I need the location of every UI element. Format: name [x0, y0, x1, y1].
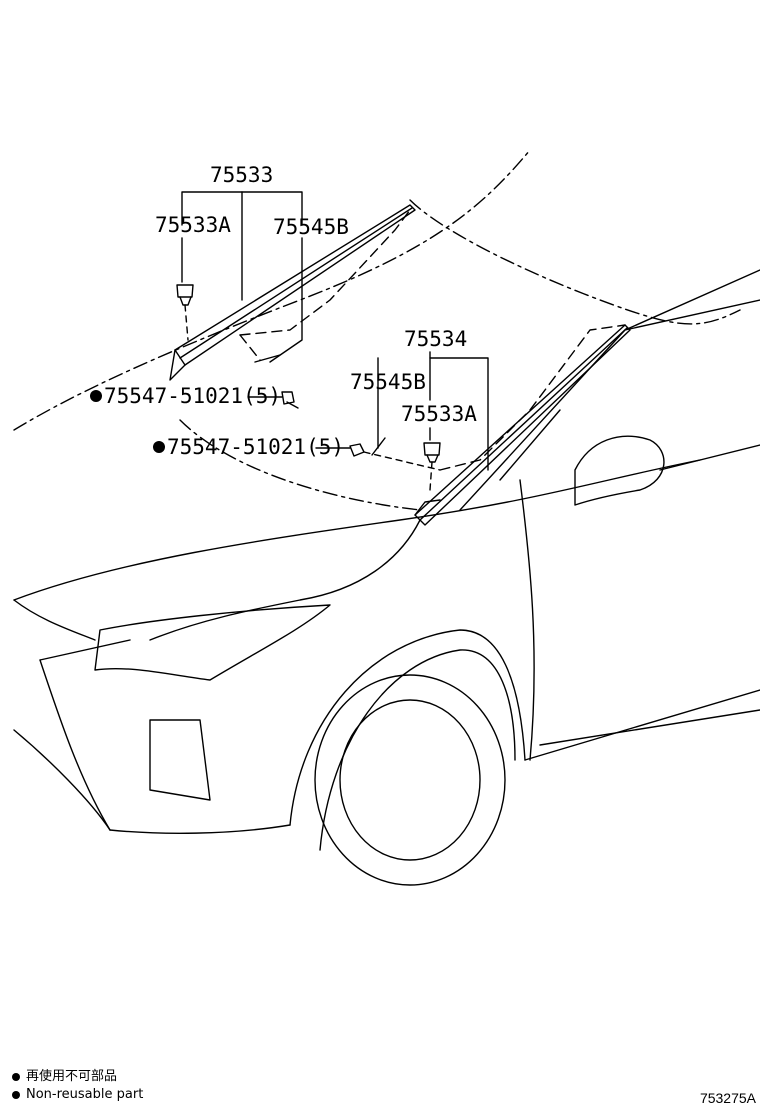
label-75545b-right[interactable]: 75545B [350, 370, 426, 394]
figure-code: 753275A [699, 1090, 756, 1106]
car-outline [13, 149, 760, 886]
label-75547-lower[interactable]: 75547-51021(5) [167, 435, 344, 459]
non-reusable-marker-lower [153, 441, 165, 453]
clip-right [423, 442, 441, 491]
label-75547-upper[interactable]: 75547-51021(5) [104, 384, 281, 408]
molding-left [169, 204, 416, 381]
legend-row-en: Non-reusable part [12, 1086, 143, 1104]
label-75545b-left[interactable]: 75545B [273, 215, 349, 239]
label-75533a-left[interactable]: 75533A [155, 213, 231, 237]
molding-right [371, 324, 631, 526]
part-labels: 75533 75533A 75545B 75547-51021(5) 75534… [90, 163, 477, 459]
leader-lines [181, 191, 489, 471]
clip-75547-upper [281, 391, 299, 409]
non-reusable-dot-icon [12, 1091, 20, 1099]
legend-text-en: Non-reusable part [26, 1087, 144, 1102]
label-75533[interactable]: 75533 [210, 163, 273, 187]
label-75533a-right[interactable]: 75533A [401, 402, 477, 426]
legend-row-jp: 再使用不可部品 [12, 1068, 143, 1086]
legend-text-jp: 再使用不可部品 [26, 1069, 118, 1084]
label-75534[interactable]: 75534 [404, 327, 467, 351]
clip-75547-lower [349, 443, 365, 457]
non-reusable-dot-icon [12, 1073, 20, 1081]
clip-left [176, 284, 194, 341]
legend: 再使用不可部品 Non-reusable part [12, 1068, 143, 1104]
non-reusable-marker-upper [90, 390, 102, 402]
